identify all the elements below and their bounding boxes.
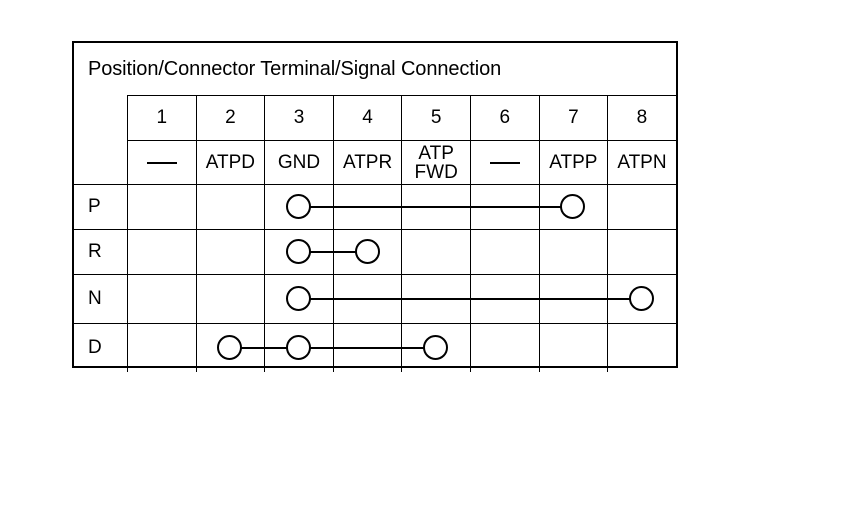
signal-name-1 (127, 140, 196, 184)
cell-n-1 (127, 275, 196, 323)
table-row: D (74, 323, 676, 372)
signal-name-row: ATPD GND ATPR ATP FWD ATPP ATPN (127, 140, 676, 184)
cell-p-2 (195, 185, 265, 229)
cell-r-3 (264, 230, 333, 274)
cell-n-4 (332, 275, 402, 323)
terminal-number-4: 4 (332, 95, 402, 140)
table-row: N (74, 274, 676, 323)
cell-p-5 (401, 185, 470, 229)
signal-name-5: ATP FWD (401, 140, 470, 184)
position-label-r: R (88, 241, 102, 262)
signal-name-5-line1: ATP (418, 142, 454, 164)
table-title-row: Position/Connector Terminal/Signal Conne… (74, 43, 676, 95)
cell-r-1 (127, 230, 196, 274)
signal-name-5-line2: FWD (414, 161, 458, 183)
cell-r-7 (538, 230, 608, 274)
cell-n-2 (195, 275, 265, 323)
cell-d-7 (538, 324, 608, 372)
table-row: P (74, 184, 676, 229)
cell-r-5 (401, 230, 470, 274)
cell-r-8 (607, 230, 676, 274)
empty-signal-dash-icon (489, 161, 520, 164)
cell-r-2 (195, 230, 265, 274)
terminal-number-1: 1 (127, 95, 196, 140)
terminal-number-6: 6 (469, 95, 539, 140)
cell-d-3 (264, 324, 333, 372)
position-rows: P R N (74, 184, 676, 372)
table-row: R (74, 229, 676, 274)
signal-name-2: ATPD (195, 140, 265, 184)
cell-d-8 (607, 324, 676, 372)
cell-d-6 (469, 324, 539, 372)
position-label-d: D (88, 337, 102, 358)
cell-r-6 (469, 230, 539, 274)
cell-r-4 (332, 230, 402, 274)
empty-signal-dash-icon (146, 161, 177, 164)
signal-name-4: ATPR (332, 140, 402, 184)
page-title: Position/Connector Terminal/Signal Conne… (88, 58, 502, 80)
signal-name-6 (469, 140, 539, 184)
terminal-number-8: 8 (607, 95, 676, 140)
terminal-number-row: 1 2 3 4 5 6 7 8 (127, 95, 676, 140)
position-label-n: N (88, 288, 102, 309)
terminal-number-2: 2 (195, 95, 265, 140)
cell-n-8 (607, 275, 676, 323)
cell-n-7 (538, 275, 608, 323)
terminal-number-7: 7 (538, 95, 608, 140)
cell-p-8 (607, 185, 676, 229)
signal-name-7: ATPP (538, 140, 608, 184)
cell-n-6 (469, 275, 539, 323)
cell-n-3 (264, 275, 333, 323)
signal-name-3: GND (264, 140, 333, 184)
cell-d-2 (195, 324, 265, 372)
cell-p-4 (332, 185, 402, 229)
cell-p-7 (538, 185, 608, 229)
cell-p-1 (127, 185, 196, 229)
connection-table: Position/Connector Terminal/Signal Conne… (72, 41, 678, 372)
signal-name-8: ATPN (607, 140, 676, 184)
position-label-p: P (88, 196, 101, 217)
cell-n-5 (401, 275, 470, 323)
terminal-number-5: 5 (401, 95, 470, 140)
terminal-number-3: 3 (264, 95, 333, 140)
cell-d-5 (401, 324, 470, 372)
cell-p-3 (264, 185, 333, 229)
cell-p-6 (469, 185, 539, 229)
cell-d-1 (127, 324, 196, 372)
cell-d-4 (332, 324, 402, 372)
header-grid: 1 2 3 4 5 6 7 8 ATPD GND ATPR ATP FWD AT… (127, 95, 676, 366)
